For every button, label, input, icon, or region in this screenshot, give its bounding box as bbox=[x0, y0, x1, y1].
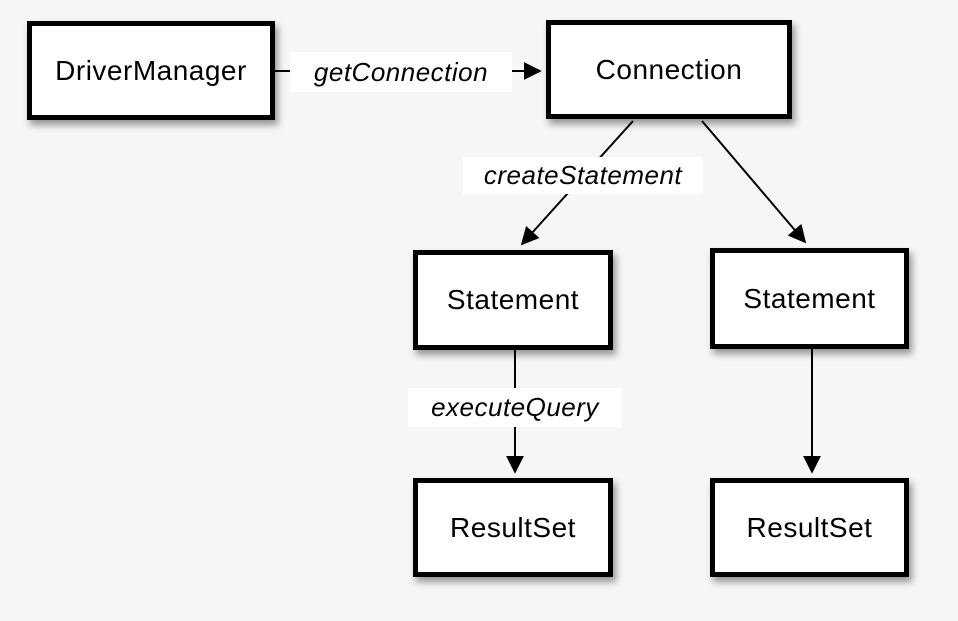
node-connection: Connection bbox=[546, 20, 792, 119]
edge-label-getconnection: getConnection bbox=[290, 52, 512, 92]
edge-label-executequery: executeQuery bbox=[408, 388, 622, 427]
edge-label-createstatement: createStatement bbox=[463, 157, 703, 194]
node-statement-left: Statement bbox=[413, 250, 613, 350]
edge-connection-to-right-statement-arrow bbox=[701, 120, 807, 244]
node-statement-right: Statement bbox=[710, 248, 909, 349]
node-drivermanager: DriverManager bbox=[27, 21, 275, 120]
node-resultset-left: ResultSet bbox=[413, 478, 613, 577]
node-resultset-right: ResultSet bbox=[710, 478, 909, 577]
